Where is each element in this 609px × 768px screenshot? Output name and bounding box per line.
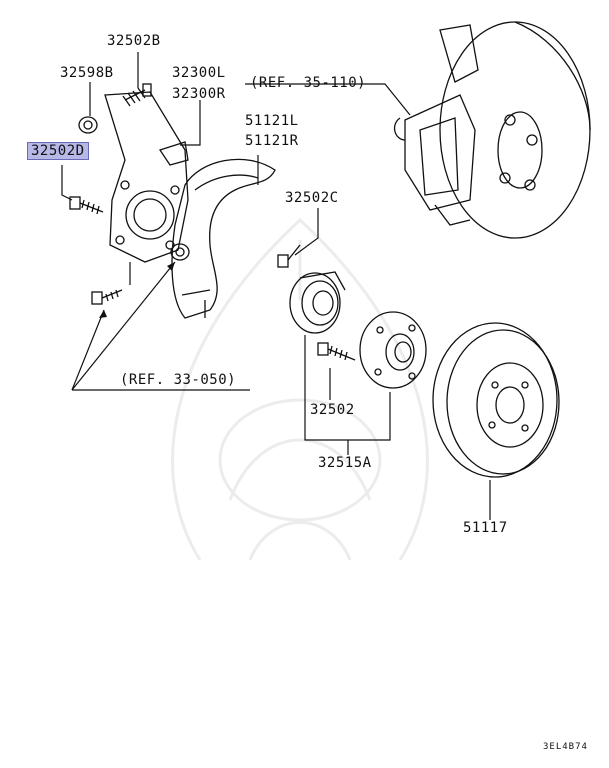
- label-51121L[interactable]: 51121L: [245, 113, 299, 129]
- arrow-heads: [99, 262, 175, 318]
- label-ref-35-110[interactable]: (REF. 35-110): [250, 75, 367, 91]
- dust-shield: [171, 158, 276, 319]
- label-ref-33-050[interactable]: (REF. 33-050): [120, 372, 237, 388]
- wheel-hub: [359, 311, 427, 389]
- label-32300L[interactable]: 32300L: [172, 65, 226, 81]
- label-32598B[interactable]: 32598B: [60, 65, 114, 81]
- brake-rotor: [432, 322, 560, 478]
- hub-bolt-32502: [317, 342, 356, 361]
- label-51117[interactable]: 51117: [463, 520, 508, 536]
- label-32502[interactable]: 32502: [310, 402, 355, 418]
- hub-bearing: [289, 271, 346, 334]
- nut-32598B: [78, 116, 98, 134]
- nut-lower: [170, 243, 190, 261]
- diagram-code: 3EL4B74: [543, 742, 588, 752]
- label-32300R[interactable]: 32300R: [172, 86, 226, 102]
- watermark-logo: [171, 217, 429, 561]
- bolt-32502B: [122, 83, 152, 107]
- label-32502B[interactable]: 32502B: [107, 33, 161, 49]
- bolt-32502D: [69, 196, 104, 215]
- label-32502C[interactable]: 32502C: [285, 190, 339, 206]
- brake-caliper-assembly: [393, 21, 591, 239]
- steering-knuckle: [104, 91, 189, 263]
- label-32502D-highlighted[interactable]: 32502D: [27, 142, 89, 160]
- bolt-lower: [91, 289, 123, 305]
- leader-lines: [61, 52, 491, 520]
- bolt-32502C: [277, 244, 301, 268]
- label-32515A[interactable]: 32515A: [318, 455, 372, 471]
- label-51121R[interactable]: 51121R: [245, 133, 299, 149]
